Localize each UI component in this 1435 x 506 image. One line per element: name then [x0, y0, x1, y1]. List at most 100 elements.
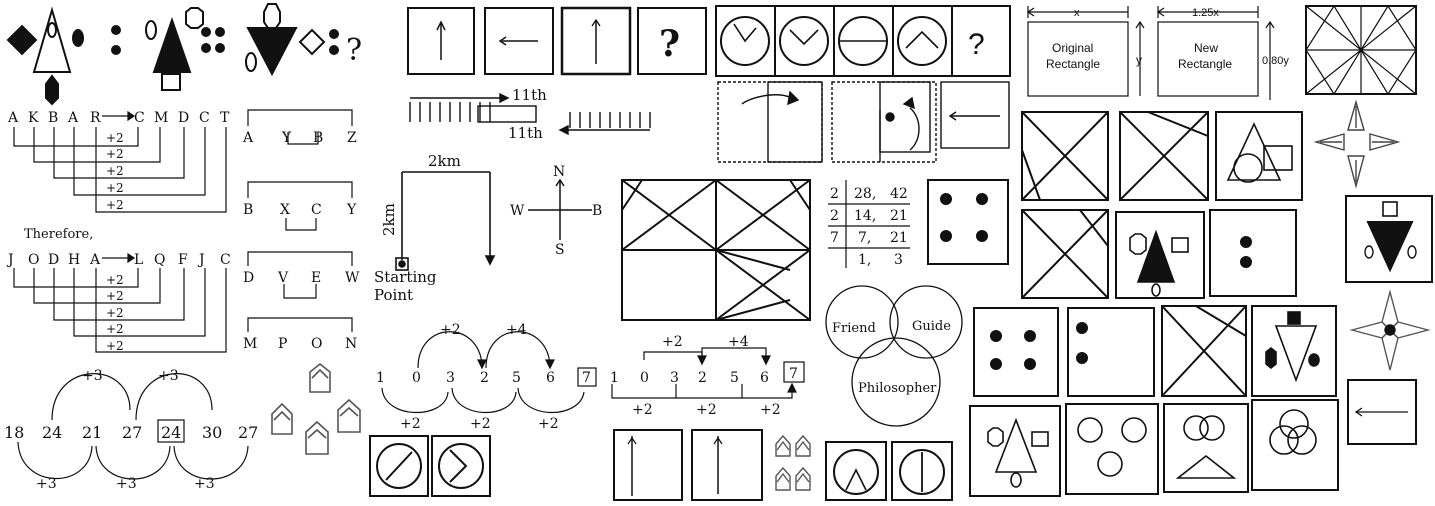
letter-r2-3: H — [68, 252, 80, 268]
venn-guide: Guide — [912, 319, 951, 334]
pair1-b: C — [311, 202, 322, 218]
rect-width-2: 1.25x — [1192, 7, 1219, 19]
arrow-shaft-boxes — [613, 429, 763, 501]
series2-brackets — [611, 347, 805, 399]
s1-num-3: 27 — [122, 423, 142, 442]
starting-label: Starting — [374, 268, 437, 286]
compass-e: B — [592, 203, 602, 219]
small-houses — [775, 434, 811, 491]
pair1-l: B — [243, 202, 253, 218]
s3-step-c3: +2 — [760, 402, 781, 418]
s3-step-a: +2 — [662, 334, 683, 350]
letter-r2-9: C — [220, 252, 231, 268]
distance-side: 2km — [380, 203, 398, 236]
house-figures — [271, 362, 361, 455]
s1-num-2: 21 — [82, 423, 102, 442]
s1-num-1: 24 — [42, 423, 62, 442]
div-2-2: 21 — [890, 230, 908, 246]
pair0-a: Y — [281, 130, 292, 146]
lattice-figure — [1305, 4, 1417, 96]
series2-arcs — [381, 331, 597, 414]
triangle-grid — [621, 179, 811, 321]
compass-s: S — [555, 242, 565, 258]
arrow-box-right — [1347, 379, 1417, 445]
letter-r2-1: O — [28, 252, 39, 268]
question-mark-b: ? — [659, 23, 680, 65]
pair1-a: X — [280, 202, 290, 218]
pair1-r: Y — [346, 202, 357, 218]
plus-r2-2: +2 — [106, 306, 124, 320]
s3-num-1: 0 — [640, 370, 649, 386]
div-1-2: 21 — [890, 208, 908, 224]
plus-r1-1: +2 — [106, 147, 124, 161]
rect-label-2a: New — [1194, 41, 1218, 55]
pair0-b: B — [313, 130, 323, 146]
venn-friend: Friend — [832, 321, 876, 336]
s3-num-0: 1 — [610, 370, 619, 386]
letter-r2-7: F — [178, 252, 188, 268]
triangle-group-bottom — [987, 409, 1317, 488]
letter-r2-6: Q — [154, 252, 165, 268]
s2-step-c1: +2 — [400, 416, 421, 432]
s2-num-0: 1 — [376, 370, 385, 386]
arrow-boxes — [407, 6, 707, 76]
filled-triangle-figure — [1129, 229, 1189, 297]
div-2-0: 7 — [830, 230, 839, 246]
s1-step-bot-b: +3 — [116, 476, 137, 492]
distance-path — [395, 171, 496, 271]
div-0-2: 42 — [890, 186, 908, 202]
pair0-r: Z — [347, 130, 357, 146]
letter-r1-4: R — [90, 110, 101, 126]
s2-step-c2: +2 — [470, 416, 491, 432]
s2-num-6: 7 — [582, 370, 591, 386]
four-point-star — [1349, 289, 1431, 371]
pair2-a: V — [277, 270, 289, 286]
rect-label-1a: Original — [1052, 41, 1093, 55]
arrow-cross — [1313, 99, 1401, 189]
rectangle-comparison — [1026, 6, 1275, 100]
pair3-r: N — [345, 336, 357, 352]
letter-r1-6: M — [154, 110, 168, 126]
figure-row-4 — [969, 399, 1339, 497]
plus-r2-3: +2 — [106, 322, 124, 336]
div-3-2: 3 — [894, 252, 903, 268]
plus-r1-3: +2 — [106, 181, 124, 195]
s1-num-6: 27 — [238, 423, 258, 442]
s2-step-c3: +2 — [538, 416, 559, 432]
inverted-triangle-box — [1345, 195, 1433, 283]
div-3-1: 1, — [858, 252, 871, 268]
s2-num-3: 2 — [480, 370, 489, 386]
s3-step-b: +4 — [728, 334, 749, 350]
letter-r2-4: A — [89, 252, 101, 268]
s3-num-6: 7 — [789, 366, 798, 382]
s1-num-5: 30 — [202, 423, 222, 442]
s2-num-2: 3 — [446, 370, 455, 386]
s1-step-top-b: +3 — [158, 368, 179, 384]
letter-r1-3: A — [67, 110, 79, 126]
plus-r2-4: +2 — [106, 339, 124, 353]
figure-row-2 — [1021, 209, 1297, 299]
compass — [528, 178, 592, 240]
plus-r2-1: +2 — [106, 289, 124, 303]
compass-n: N — [553, 164, 565, 180]
div-1-0: 2 — [830, 208, 839, 224]
s2-num-1: 0 — [412, 370, 421, 386]
s3-step-c2: +2 — [696, 402, 717, 418]
letter-r2-2: D — [48, 252, 59, 268]
therefore-label: Therefore, — [24, 227, 93, 242]
pair2-r: W — [345, 270, 360, 286]
question-mark-c: ? — [968, 28, 985, 61]
clock-row — [715, 5, 1011, 77]
venn-diagram — [825, 285, 963, 427]
figure-row-3 — [973, 305, 1337, 397]
s2-num-5: 6 — [546, 370, 555, 386]
letter-coding — [13, 110, 227, 353]
figure-series-top-left — [6, 3, 339, 106]
pair3-l: M — [243, 336, 257, 352]
rect-label-1b: Rectangle — [1046, 57, 1100, 71]
division-lines — [828, 180, 910, 268]
s3-num-5: 6 — [760, 370, 769, 386]
triangle-circle-square — [1226, 122, 1293, 183]
rect-height-2: 0.80y — [1262, 55, 1289, 67]
